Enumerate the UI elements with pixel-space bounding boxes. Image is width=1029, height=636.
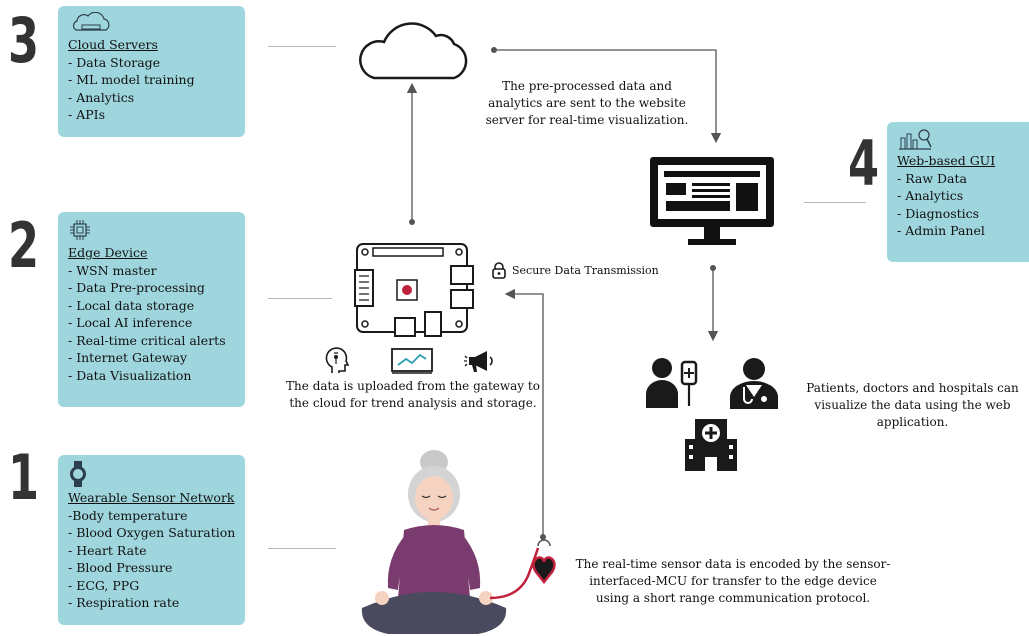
list-item: - APIs [68,107,105,122]
wearable-sensor-card: Wearable Sensor Network -Body temperatur… [58,455,245,625]
list-item: - Data Storage [68,54,161,70]
step-number-1: 1 [8,441,40,514]
list-item: - Internet Gateway [68,350,188,365]
list-item: -Body temperature [68,507,188,523]
list-item: - Real-time critical alerts [68,332,226,348]
list-item: - Data Pre-processing [68,280,205,295]
patient-illustration [361,450,556,634]
list-item: - Analytics [68,89,135,105]
patient-iv-icon [646,358,698,408]
ai-head-icon [325,347,350,373]
step-number-4: 4 [848,127,880,200]
gateway-to-cloud-caption: The data is uploaded from the gateway to… [286,379,540,410]
list-item: - Admin Panel [897,223,985,238]
edge-device-card: Edge Device - WSN master - Data Pre-proc… [58,212,245,407]
list-item: - Local AI inference [68,315,193,330]
smartwatch-icon [70,461,86,487]
megaphone-icon [464,351,493,372]
list-item: - Analytics [897,188,964,203]
list-item: - Raw Data [897,170,967,186]
list-item: - Blood Pressure [68,560,173,575]
sensor-to-edge-caption: The real-time sensor data is encoded by … [575,557,891,605]
card-title: Edge Device [68,245,148,260]
list-item: - WSN master [68,262,157,278]
monitor-graph-icon [391,348,433,374]
list-item: - Data Visualization [68,367,192,383]
users-caption: Patients, doctors and hospitals can visu… [806,381,1019,429]
connector-line [268,298,332,299]
connector-line [268,548,336,549]
web-monitor-icon [650,157,774,245]
secure-transmission-label: Secure Data Transmission [512,264,659,277]
cloud-servers-card: Cloud Servers - Data Storage - ML model … [58,6,245,137]
card-title: Wearable Sensor Network [68,490,235,505]
hospital-icon [685,419,737,471]
chip-icon [70,220,90,240]
edge-device-board-icon [354,243,474,337]
card-title: Cloud Servers [68,37,158,52]
cloud-to-monitor-arrow [494,49,722,144]
doctor-icon [730,358,778,409]
cloud-icon [359,22,468,80]
list-item: - ECG, PPG [68,577,140,593]
web-gui-card: Web-based GUI - Raw Data - Analytics - D… [887,122,1029,262]
step-number-2: 2 [8,209,40,282]
lock-icon [492,262,506,279]
list-item: - Local data storage [68,297,195,313]
list-item: - Respiration rate [68,595,180,610]
analytics-icon [899,129,932,150]
sensor-to-edge-arrow [504,288,544,537]
list-item: - Heart Rate [68,542,147,558]
list-item: - Blood Oxygen Saturation [68,525,236,540]
cloud-server-icon [73,12,110,31]
card-title: Web-based GUI [897,153,996,168]
step-number-3: 3 [8,4,40,77]
list-item: - Diagnostics [897,205,980,221]
connector-line [804,202,866,203]
list-item: - ML model training [68,72,195,87]
connector-line [268,46,336,47]
cloud-to-web-caption: The pre-processed data and analytics are… [485,79,689,127]
